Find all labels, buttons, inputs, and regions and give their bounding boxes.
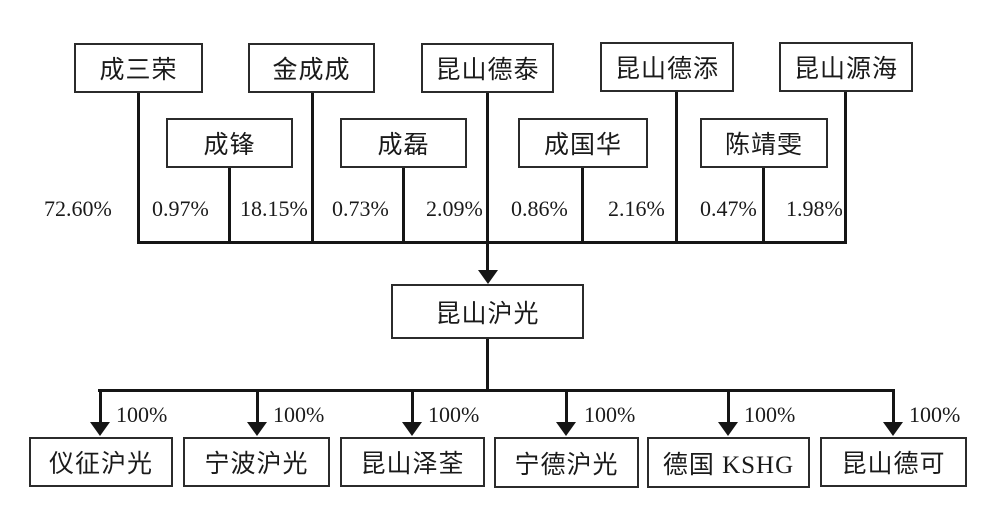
connector-to-company (486, 244, 489, 271)
subsidiary-pct-2: 100% (273, 402, 325, 427)
shareholder-box-1: 成三荣 (74, 43, 203, 93)
connector-shareholder-7 (402, 168, 405, 244)
connector-shareholder-4 (675, 92, 678, 244)
shareholder-box-4: 昆山德添 (600, 42, 734, 92)
subsidiary-pct-1: 100% (116, 402, 168, 427)
company-box: 昆山沪光 (391, 284, 584, 339)
ownership-pct-3: 18.15% (240, 196, 308, 221)
arrowhead-subsidiary-4 (556, 422, 576, 436)
ownership-pct-5: 2.09% (426, 196, 483, 221)
connector-subsidiary-3 (411, 392, 414, 423)
shareholder-box-7: 成磊 (340, 118, 467, 168)
connector-subsidiary-4 (565, 392, 568, 423)
connector-subsidiary-1 (99, 392, 102, 423)
connector-shareholder-8 (581, 168, 584, 244)
connector-shareholder-9 (762, 168, 765, 244)
connector-subsidiary-5 (727, 392, 730, 423)
ownership-pct-1: 72.60% (44, 196, 112, 221)
ownership-pct-9: 1.98% (786, 196, 843, 221)
subsidiary-pct-5: 100% (744, 402, 796, 427)
connector-shareholder-1 (137, 93, 140, 244)
subsidiary-box-3: 昆山泽荃 (340, 437, 485, 487)
shareholder-box-8: 成国华 (518, 118, 648, 168)
connector-shareholder-5 (844, 92, 847, 244)
connector-from-company (486, 339, 489, 392)
connector-shareholder-6 (228, 168, 231, 244)
ownership-pct-6: 0.86% (511, 196, 568, 221)
arrowhead-subsidiary-3 (402, 422, 422, 436)
arrowhead-to-company (478, 270, 498, 284)
ownership-pct-2: 0.97% (152, 196, 209, 221)
arrowhead-subsidiary-2 (247, 422, 267, 436)
subsidiary-pct-6: 100% (909, 402, 961, 427)
arrowhead-subsidiary-1 (90, 422, 110, 436)
subsidiary-box-1: 仪征沪光 (29, 437, 173, 487)
ownership-pct-8: 0.47% (700, 196, 757, 221)
top-bus-line (138, 241, 846, 244)
connector-shareholder-3 (486, 93, 489, 244)
subsidiary-box-2: 宁波沪光 (183, 437, 330, 487)
ownership-pct-7: 2.16% (608, 196, 665, 221)
shareholder-box-3: 昆山德泰 (421, 43, 554, 93)
bottom-bus-line (98, 389, 895, 392)
connector-subsidiary-6 (892, 392, 895, 423)
shareholder-box-2: 金成成 (248, 43, 375, 93)
subsidiary-box-4: 宁德沪光 (494, 437, 639, 488)
arrowhead-subsidiary-5 (718, 422, 738, 436)
shareholder-box-9: 陈靖雯 (700, 118, 828, 168)
shareholder-box-5: 昆山源海 (779, 42, 913, 92)
subsidiary-pct-3: 100% (428, 402, 480, 427)
connector-shareholder-2 (311, 93, 314, 244)
subsidiary-box-5: 德国 KSHG (647, 437, 810, 488)
subsidiary-box-6: 昆山德可 (820, 437, 967, 487)
ownership-pct-4: 0.73% (332, 196, 389, 221)
shareholder-box-6: 成锋 (166, 118, 293, 168)
arrowhead-subsidiary-6 (883, 422, 903, 436)
connector-subsidiary-2 (256, 392, 259, 423)
subsidiary-pct-4: 100% (584, 402, 636, 427)
